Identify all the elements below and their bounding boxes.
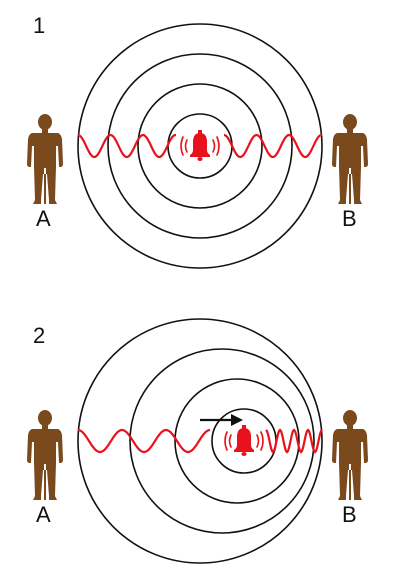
person-icon <box>27 410 63 500</box>
observer-label-b: B <box>342 502 357 527</box>
bell-icon <box>180 130 220 161</box>
bell-icon <box>224 425 264 456</box>
person-icon <box>332 410 368 500</box>
observer-label-a: A <box>36 206 51 231</box>
sound-wave-right <box>265 428 323 454</box>
person-icon <box>27 114 63 204</box>
arrow-right-icon <box>200 414 243 426</box>
panel-number: 2 <box>33 323 45 348</box>
sound-wave-left <box>77 133 176 159</box>
observer-label-a: A <box>36 502 51 527</box>
panel-number: 1 <box>33 13 45 38</box>
wavefront-circle <box>174 378 300 504</box>
wavefront-circle <box>77 318 323 564</box>
wavefront-circle <box>129 348 315 534</box>
panel-1: 1 A B <box>27 13 368 269</box>
panel-2: 2 A B <box>27 318 368 564</box>
wavefront-circle <box>137 83 263 209</box>
sound-wave-right <box>223 133 322 159</box>
person-icon <box>332 114 368 204</box>
sound-wave-left <box>77 428 211 454</box>
observer-label-b: B <box>342 206 357 231</box>
wavefront-circle <box>107 53 293 239</box>
wavefront-circle <box>77 23 323 269</box>
